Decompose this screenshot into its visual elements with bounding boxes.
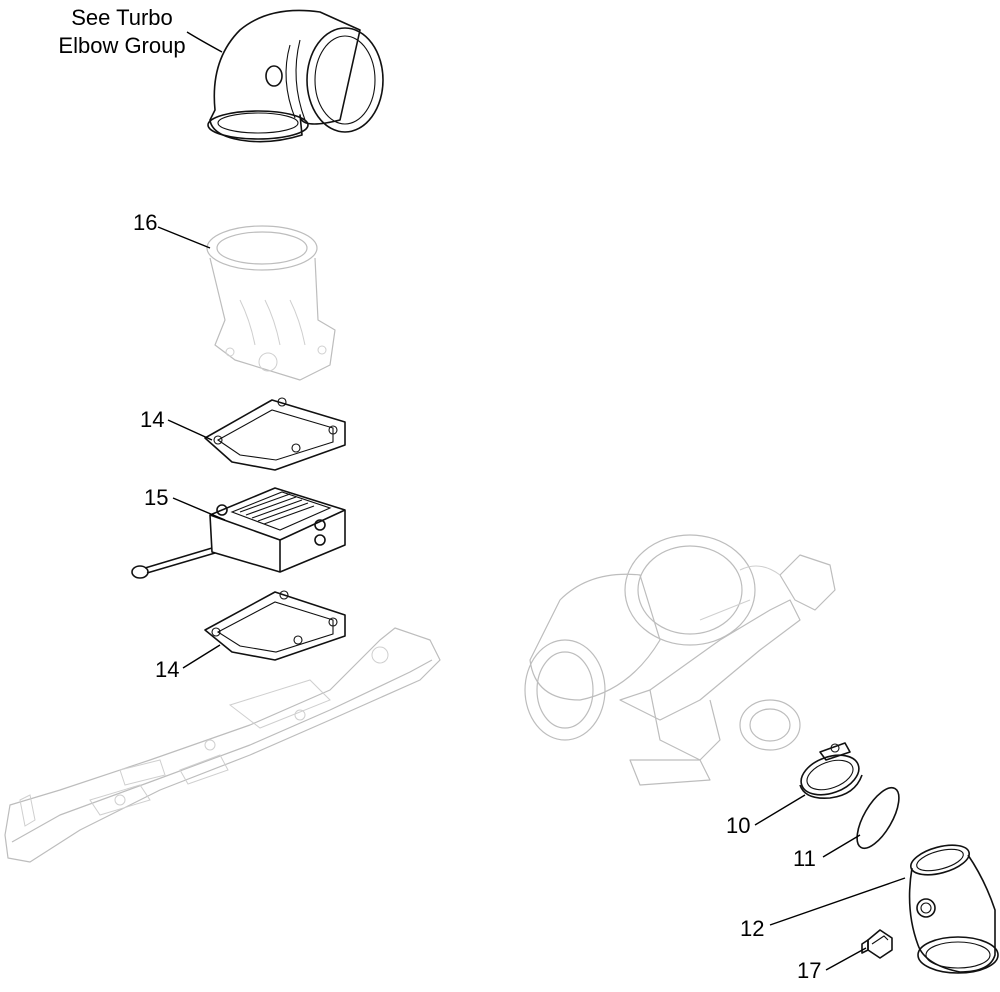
manifold-ghost: [4, 627, 441, 863]
leader-lines: [157, 31, 906, 971]
turbocharger-ghost: [524, 534, 836, 786]
part-14-gasket-upper: [204, 397, 346, 471]
part-15-grid-heater: [131, 487, 346, 579]
turbo-elbow-callout-line1: See Turbo: [71, 5, 173, 30]
turbo-elbow-callout-line2: Elbow Group: [58, 33, 186, 58]
part-17-plug: [861, 929, 893, 959]
part-10-clamp: [799, 742, 863, 800]
part-11-seal: [856, 786, 900, 850]
part-12-outlet-elbow: [908, 844, 999, 974]
callout-17: 17: [797, 958, 822, 983]
turbo-elbow-part: [207, 9, 384, 143]
callout-12: 12: [740, 916, 765, 941]
part-16-adapter: [206, 225, 336, 381]
callout-11: 11: [793, 846, 816, 871]
part-14-gasket-lower: [204, 590, 346, 661]
callout-16: 16: [133, 210, 158, 235]
turbo-elbow-callout: See Turbo Elbow Group: [42, 4, 202, 60]
callout-10: 10: [726, 813, 751, 838]
callout-14-lower: 14: [155, 657, 180, 682]
callout-15: 15: [144, 485, 169, 510]
callout-14-upper: 14: [140, 407, 165, 432]
